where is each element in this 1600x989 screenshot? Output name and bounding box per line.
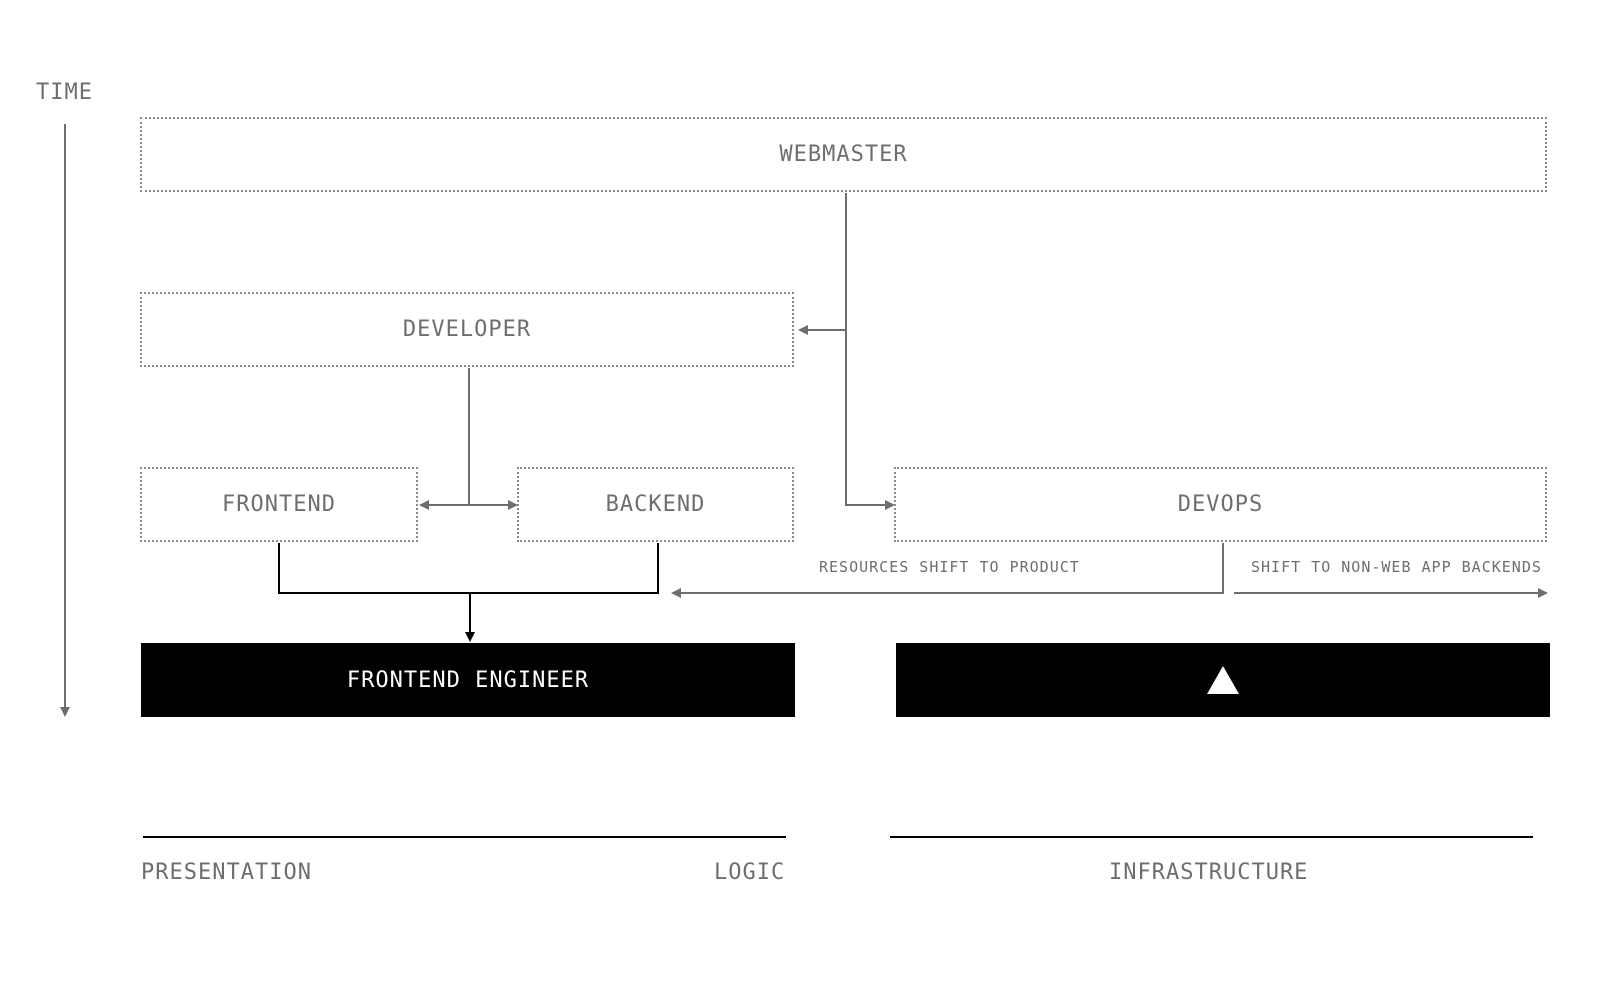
axis-label-presentation: PRESENTATION [141, 860, 312, 885]
connector-merge-frontend-engineer [278, 543, 659, 594]
role-developer-label: DEVELOPER [402, 317, 532, 342]
role-frontend-engineer: FRONTEND ENGINEER [141, 643, 795, 717]
connector-webmaster-developer [798, 193, 847, 335]
role-webmaster: WEBMASTER [140, 117, 1547, 192]
role-devops: DEVOPS [894, 467, 1547, 542]
triangle-icon [1207, 666, 1239, 694]
axis-label-logic: LOGIC [714, 860, 786, 885]
axis-label-infrastructure: INFRASTRUCTURE [1109, 860, 1309, 885]
role-frontend: FRONTEND [140, 467, 418, 542]
platform-block [896, 643, 1550, 717]
role-developer: DEVELOPER [140, 292, 794, 367]
role-backend-label: BACKEND [605, 492, 706, 517]
role-devops-label: DEVOPS [1177, 492, 1264, 517]
time-axis-label: TIME [36, 80, 93, 105]
axis-line-presentation-logic [143, 836, 786, 838]
role-webmaster-label: WEBMASTER [779, 142, 908, 167]
role-frontend-engineer-label: FRONTEND ENGINEER [346, 667, 590, 693]
axis-line-infrastructure [890, 836, 1533, 838]
role-frontend-label: FRONTEND [222, 492, 336, 517]
connector-webmaster-devops [845, 330, 895, 510]
annotation-shift-non-web: SHIFT TO NON-WEB APP BACKENDS [1251, 558, 1542, 576]
annotation-resources-shift: RESOURCES SHIFT TO PRODUCT [819, 558, 1080, 576]
role-backend: BACKEND [517, 467, 794, 542]
